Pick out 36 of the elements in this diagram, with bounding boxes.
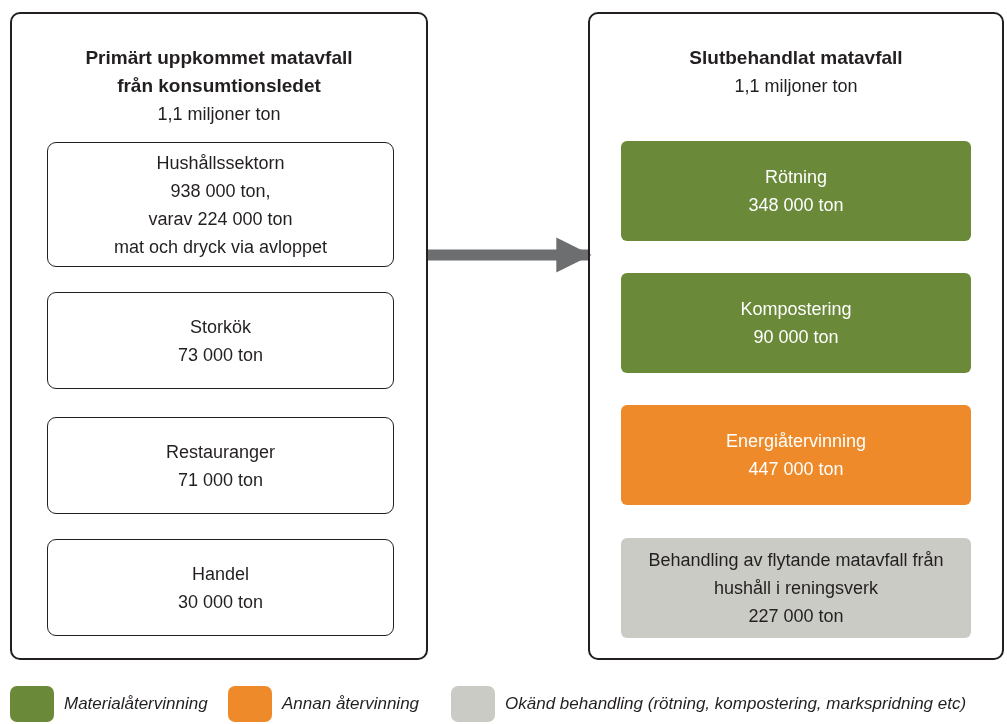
sector-box xyxy=(47,292,394,389)
sector-box xyxy=(47,417,394,514)
box-value: varav 224 000 ton xyxy=(148,207,293,231)
treatment-box xyxy=(621,273,971,373)
box-value: 73 000 ton xyxy=(177,343,264,367)
box-heading: Kompostering xyxy=(740,298,852,321)
box-value: 71 000 ton xyxy=(177,468,264,492)
box-value: 90 000 ton xyxy=(753,326,839,349)
sector-box xyxy=(47,539,394,636)
box-value: 447 000 ton xyxy=(748,458,844,481)
panel-subtitle: 1,1 miljoner ton xyxy=(157,103,281,126)
box-heading: Restauranger xyxy=(165,440,276,464)
box-value: mat och dryck via avloppet xyxy=(113,235,328,259)
sector-box xyxy=(47,142,394,267)
treatment-box xyxy=(621,538,971,638)
arrow xyxy=(428,237,592,273)
legend-text: Materialåtervinning xyxy=(64,694,208,714)
box-value: 227 000 ton xyxy=(748,605,844,628)
box-heading: Behandling av flytande matavfall från hushåll i reningsverk xyxy=(647,549,945,600)
legend-text: Okänd behandling (rötning, kompostering, markspridning etc) xyxy=(505,694,967,714)
legend-text: Annan återvinning xyxy=(282,694,420,714)
box-value: 938 000 ton, xyxy=(170,179,271,203)
right-panel xyxy=(588,12,1004,660)
left-panel xyxy=(10,12,428,660)
box-heading: Rötning xyxy=(764,166,827,189)
panel-title: Primärt uppkommet matavfall från konsumtionsledet xyxy=(84,46,354,98)
box-heading: Storkök xyxy=(190,315,251,339)
panel-subtitle: 1,1 miljoner ton xyxy=(734,75,858,98)
box-heading: Energiåtervinning xyxy=(725,430,867,453)
box-heading: Handel xyxy=(191,562,249,586)
panel-title: Slutbehandlat matavfall xyxy=(689,46,903,70)
treatment-box xyxy=(621,405,971,505)
box-value: 348 000 ton xyxy=(748,194,844,217)
box-heading: Hushållssektorn xyxy=(156,151,285,175)
treatment-box xyxy=(621,141,971,241)
box-value: 30 000 ton xyxy=(177,590,264,614)
